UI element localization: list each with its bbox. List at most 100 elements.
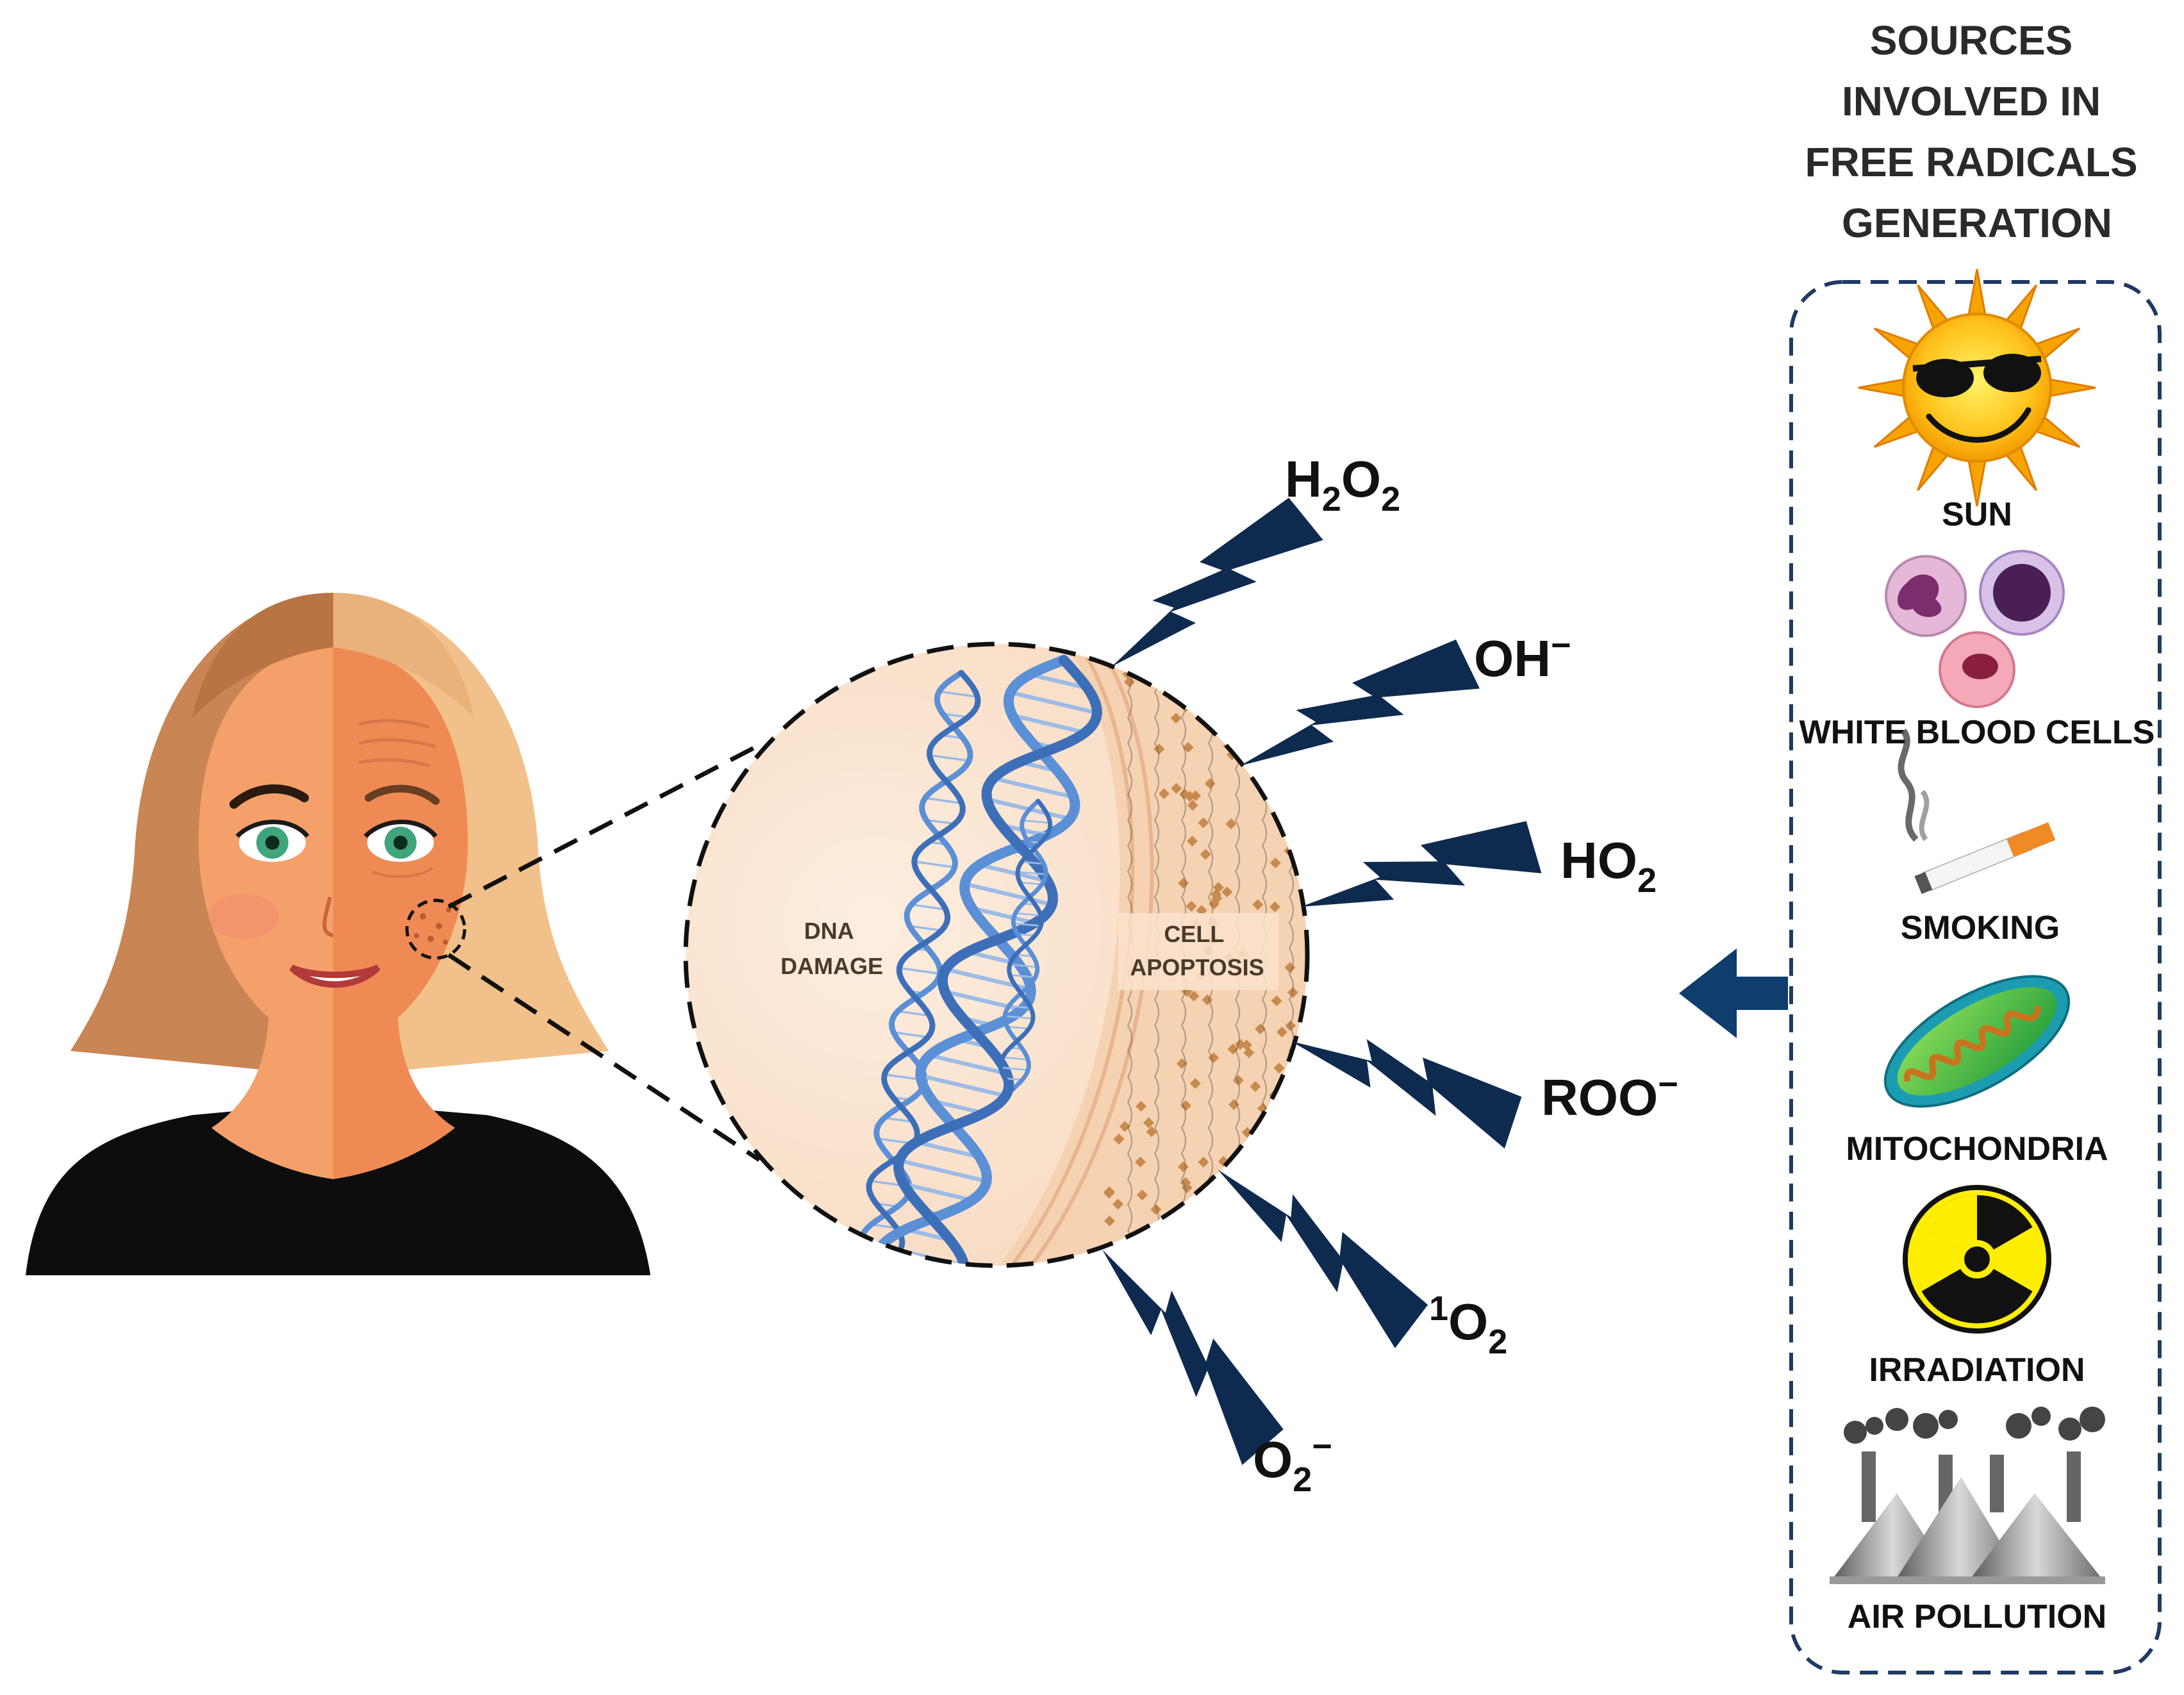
dna-base-pair: [1013, 922, 1041, 927]
protein-particle: [1221, 886, 1233, 898]
protein-particle: [1189, 677, 1200, 689]
protein-particle: [1273, 1062, 1285, 1074]
source-label-wbc: WHITE BLOOD CELLS: [1799, 714, 2155, 751]
neck-old: [333, 1000, 455, 1179]
protein-particle: [1271, 995, 1282, 1007]
protein-particle: [1199, 1254, 1211, 1266]
zoom-circle: DNA DAMAGE CELL APOPTOSIS: [683, 641, 1310, 1268]
protein-particle: [1182, 648, 1193, 659]
sources-panel: SOURCES INVOLVED IN FREE RADICALS GENERA…: [1789, 17, 2162, 1674]
protein-particle: [1285, 1183, 1296, 1195]
bangs-old: [333, 593, 474, 718]
protein-particle: [1104, 1215, 1115, 1227]
radical-ho2: HO2: [1560, 832, 1657, 900]
protein-particle: [1261, 735, 1272, 747]
protein-particle: [1200, 848, 1211, 860]
dna-base-pair: [916, 1140, 980, 1159]
lightning-bolt-3: [1301, 821, 1542, 907]
protein-particle: [1119, 1121, 1130, 1132]
protein-particle: [1198, 1203, 1210, 1214]
protein-particle: [1242, 1214, 1253, 1226]
nose: [322, 897, 334, 938]
protein-particle: [1225, 818, 1237, 830]
protein-particle: [1159, 1246, 1170, 1258]
protein-particle: [1152, 659, 1164, 670]
protein-particle: [1188, 990, 1200, 1002]
lightning-bolt-5: [1218, 1170, 1428, 1348]
dna-base-pair: [1009, 1005, 1031, 1009]
protein-particle: [1250, 1081, 1261, 1092]
source-label-irradiation: IRRADIATION: [1869, 1352, 2085, 1389]
protein-particle: [1262, 663, 1273, 675]
protein-particle: [1240, 727, 1252, 738]
dna-base-pair: [1011, 713, 1086, 735]
dna-base-pair: [1002, 1056, 1029, 1061]
dna-base-pair: [898, 1158, 988, 1184]
radical-roo: ROO−: [1541, 1065, 1678, 1126]
protein-particle: [1284, 762, 1295, 773]
dna-base-pair: [925, 797, 962, 805]
dna-base-pair: [979, 863, 1048, 883]
dna-base-pair: [932, 1098, 984, 1116]
protein-particle: [1280, 1242, 1291, 1253]
radical-labels: H2O2 OH− HO2 ROO− 1O2 O2−: [1253, 451, 1678, 1499]
protein-particle: [1222, 693, 1234, 704]
dna-backbone: [998, 798, 1053, 1092]
radical-oh: OH−: [1474, 626, 1571, 687]
dna-backbone: [876, 655, 1080, 1252]
eye-left: [235, 820, 310, 862]
protein-particle: [1183, 1255, 1195, 1266]
protein-particle: [1113, 1198, 1123, 1210]
protein-particle: [1136, 1100, 1146, 1112]
dna-base-pair: [1020, 881, 1042, 886]
cell-apoptosis-label: CELL APOPTOSIS: [1130, 921, 1264, 980]
dna-helix-fragment: [998, 798, 1053, 1092]
dna-helix-main: [876, 655, 1102, 1266]
dna-base-pair: [893, 1031, 929, 1039]
dna-base-pair: [1004, 1015, 1034, 1020]
dna-base-pair: [1017, 871, 1046, 875]
dna-base-pair: [1022, 819, 1050, 824]
free-radical-bolts: [1102, 497, 1542, 1465]
sun-icon: [1858, 269, 2096, 507]
dna-base-pair: [929, 1053, 1007, 1076]
mouth: [289, 964, 381, 988]
source-label-smoking: SMOKING: [1901, 909, 2060, 947]
source-label-air-pollution: AIR POLLUTION: [1848, 1598, 2106, 1635]
protein-particle: [1214, 707, 1226, 718]
protein-particle: [1184, 791, 1196, 802]
eye-right: [363, 820, 438, 878]
protein-particle: [1135, 1156, 1146, 1168]
protein-particle: [1155, 662, 1167, 674]
protein-particle: [1142, 1234, 1154, 1245]
source-label-mitochondria: MITOCHONDRIA: [1846, 1130, 2108, 1168]
radiation-icon: [1903, 1185, 2051, 1334]
protein-particle: [1196, 905, 1207, 916]
protein-particle: [1228, 1099, 1239, 1111]
protein-particle: [1285, 1020, 1296, 1032]
dna-base-pair: [939, 690, 978, 699]
protein-particle: [1252, 899, 1264, 911]
protein-particle: [1264, 1241, 1275, 1253]
protein-particle: [1270, 857, 1281, 869]
radical-h2o2: H2O2: [1285, 451, 1400, 518]
protein-particle: [1208, 1239, 1220, 1250]
dna-base-pair: [920, 1073, 1007, 1098]
dna-base-pair: [1022, 830, 1048, 834]
protein-particle: [1260, 1257, 1271, 1266]
eyebrow-left: [229, 784, 309, 809]
zoom-connector-lines: [447, 741, 764, 1162]
dna-base-pair: [884, 1116, 914, 1123]
dna-base-pair: [903, 1182, 973, 1203]
protein-particle: [1187, 800, 1198, 811]
woman-face-illustration: [26, 593, 650, 1275]
protein-particle: [1270, 901, 1280, 913]
protein-particle: [1182, 741, 1194, 753]
protein-particle: [1202, 660, 1212, 672]
protein-particle: [1198, 678, 1210, 689]
dna-base-pair: [897, 1010, 930, 1017]
cigarette-icon: [1898, 728, 2056, 895]
protein-particle: [1113, 1134, 1125, 1145]
eyebrow-right: [365, 784, 440, 805]
dna-base-pair: [1007, 1025, 1029, 1030]
